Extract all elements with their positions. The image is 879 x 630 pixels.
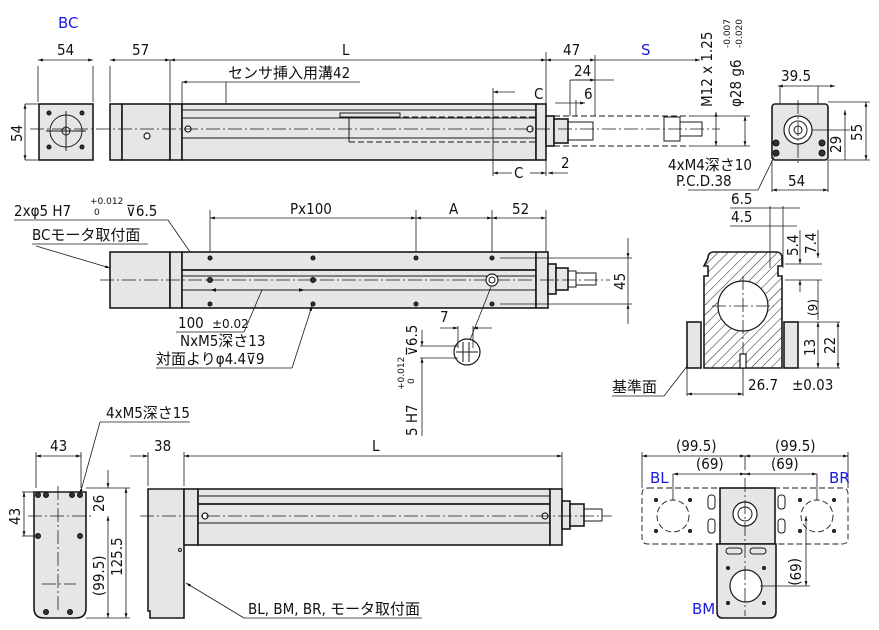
fold-length-l: L	[372, 437, 380, 455]
dim-52: 52	[512, 200, 529, 218]
sec-dim-7-4: 7.4	[802, 233, 820, 254]
dim-pitch: Px100	[290, 200, 332, 218]
layout-left-outer: (99.5)	[676, 437, 717, 455]
dim-length-l: L	[342, 41, 350, 59]
dim-rod-extension: 47	[563, 41, 580, 59]
layout-right-inner: (69)	[771, 455, 799, 473]
variant-label-bc: BC	[58, 14, 79, 32]
dim-end-center: 29	[827, 136, 845, 153]
sec-dim-22: 22	[821, 337, 839, 354]
sec-dim-26-7-tol: ±0.03	[792, 376, 833, 394]
dim-end-height: 55	[848, 124, 866, 141]
dowel-tol-upper: +0.012	[90, 197, 123, 207]
layout-left-inner: (69)	[696, 455, 724, 473]
sensor-groove-note: センサ挿入用溝42	[228, 64, 350, 82]
side-tap-note-1: NxM5深さ13	[180, 332, 265, 350]
end-pcd-note: P.C.D.38	[676, 172, 732, 190]
layout-vertical: (69)	[786, 558, 804, 586]
layout-label-bm: BM	[692, 600, 715, 618]
bc-end-face	[38, 103, 94, 161]
c-label-top: C	[534, 85, 543, 103]
shaft-tol-lower: -0.020	[735, 19, 745, 48]
fold-view: 4xM5深さ15 43 43 26 (99.5) 125.5	[6, 404, 612, 619]
detail-tol-upper: +0.012	[397, 357, 407, 390]
end-tap-note: 4xM4深さ10	[668, 156, 752, 174]
c-label-bottom: C	[514, 164, 523, 182]
dim-end-width-top: 39.5	[781, 67, 811, 85]
fold-end-offset: 43	[6, 508, 24, 525]
dowel-note: 2xφ5 H7	[14, 202, 71, 220]
top-view: BC 54 54	[8, 14, 750, 182]
layout-label-bl: BL	[650, 469, 669, 487]
detail-dim-7: 7	[440, 308, 449, 326]
shaft-diameter: φ28 g6	[727, 59, 745, 107]
sec-dim-13: 13	[801, 339, 819, 356]
detail-tol-lower: 0	[407, 378, 417, 384]
section-view: 6.5 4.5 5.4 7.4 (9) 13 22 26.7 ±0.03 基準面	[612, 190, 840, 397]
dim-pitch-100-tol: ±0.02	[212, 317, 249, 331]
dim-45: 45	[611, 273, 629, 290]
dim-stroke-s: S	[641, 41, 651, 59]
thread-note: M12 x 1.25	[698, 32, 716, 107]
dim-pitch-100: 100	[178, 314, 204, 332]
layout-view: (99.5) (99.5) (69) (69) BL BR BM (69)	[641, 437, 850, 619]
side-view: 2xφ5 H7 +0.012 0 ⊽6.5 BCモータ取付面	[14, 197, 632, 436]
fold-dim-26: 26	[90, 495, 108, 512]
dowel-tol-lower: 0	[94, 208, 100, 218]
dim-motor-length: 57	[132, 41, 149, 59]
fold-dim-99-5: (99.5)	[90, 555, 108, 596]
detail-fit: 5 H7	[403, 404, 421, 436]
fold-tap-note: 4xM5深さ15	[106, 404, 190, 422]
dim-24-label: 24	[574, 62, 591, 80]
datum-label: 基準面	[612, 378, 657, 396]
sec-dim-26-7: 26.7	[748, 376, 778, 394]
sec-dim-9: (9)	[806, 299, 820, 316]
layout-right-outer: (99.5)	[775, 437, 816, 455]
dim-a: A	[449, 200, 459, 218]
side-tap-note-2: 対面よりφ4.4⊽9	[156, 350, 265, 368]
fold-motor-face-note: BL, BM, BR, モータ取付面	[248, 600, 420, 618]
dim-end-width-bottom: 54	[788, 172, 805, 190]
dim-6: 6	[584, 85, 593, 103]
sec-dim-4-5: 4.5	[731, 208, 752, 226]
detail-depth: ⊽6.5	[403, 325, 421, 356]
dim-bc-height: 54	[8, 125, 26, 142]
fold-end-width: 43	[50, 437, 67, 455]
dim-2: 2	[561, 154, 570, 172]
dowel-depth: ⊽6.5	[126, 202, 157, 220]
fold-motor-length: 38	[154, 437, 171, 455]
dim-bc-width: 54	[57, 41, 74, 59]
shaft-tol-upper: -0.007	[723, 19, 733, 48]
end-view: 39.5 54 55 29 4xM4深さ10 P.C.D.38	[668, 67, 870, 192]
sec-dim-5-4: 5.4	[784, 235, 802, 256]
bc-motor-face-note: BCモータ取付面	[32, 226, 140, 244]
sec-dim-6-5: 6.5	[731, 190, 752, 208]
fold-dim-125-5: 125.5	[108, 537, 126, 576]
layout-label-br: BR	[829, 469, 850, 487]
